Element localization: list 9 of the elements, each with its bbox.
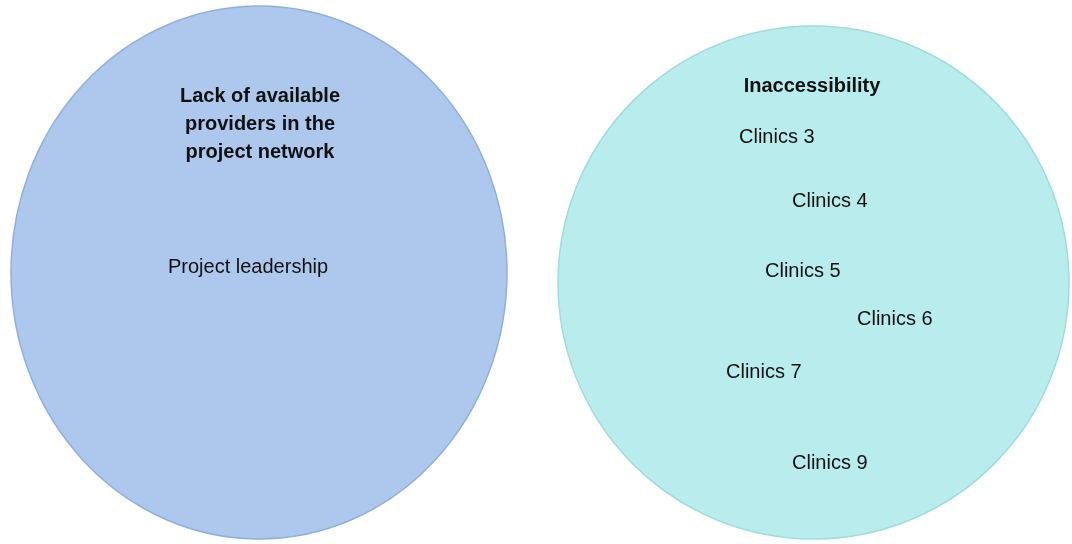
circle-heading: Inaccessibility [742,73,882,98]
circle-heading: Lack of available providers in the project network [178,83,342,164]
item-label: Clinics 3 [739,125,815,148]
item-label: Clinics 7 [726,360,802,383]
item-label: Clinics 9 [792,451,868,474]
item-label: Clinics 5 [765,259,841,282]
item-label: Clinics 4 [792,189,868,212]
item-label: Project leadership [168,255,329,278]
item-label: Clinics 6 [857,307,933,330]
